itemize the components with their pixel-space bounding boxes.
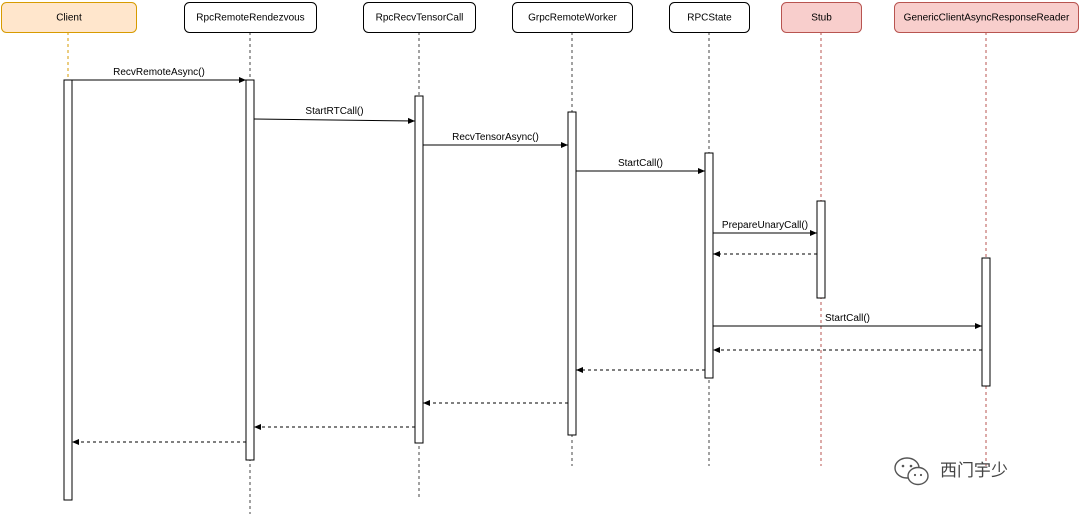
activation-rpcstate [704, 152, 714, 379]
message-label: StartRTCall() [305, 106, 363, 117]
participant-recvcall: RpcRecvTensorCall [363, 2, 476, 33]
participant-rendezvous: RpcRemoteRendezvous [184, 2, 317, 33]
participant-client: Client [1, 2, 137, 33]
activation-reader [981, 257, 991, 387]
message-label: RecvRemoteAsync() [113, 67, 205, 78]
participant-reader: GenericClientAsyncResponseReader [894, 2, 1079, 33]
participant-box [781, 2, 862, 33]
message-label: RecvTensorAsync() [452, 132, 539, 143]
participant-label: RpcRecvTensorCall [376, 13, 464, 24]
call-message: RecvRemoteAsync() [72, 67, 246, 83]
call-message: StartCall() [576, 158, 705, 174]
activation-recvcall [414, 95, 424, 444]
activation-worker [567, 111, 577, 436]
participant-box [669, 2, 750, 33]
participant-label: RpcRemoteRendezvous [196, 13, 304, 24]
participant-label: Stub [811, 13, 832, 24]
participant-stub: Stub [781, 2, 862, 33]
message-arrow [253, 117, 416, 124]
wechat-icon [894, 457, 929, 486]
watermark: 西门宇少 [894, 457, 1008, 486]
watermark-text: 西门宇少 [940, 461, 1008, 481]
participant-rpcstate: RPCState [669, 2, 750, 33]
call-message: StartRTCall() [253, 106, 416, 124]
participant-box [1, 2, 137, 33]
message-label: StartCall() [618, 158, 663, 169]
participant-label: GrpcRemoteWorker [528, 13, 617, 24]
participant-box [184, 2, 317, 33]
call-message: StartCall() [713, 313, 982, 329]
call-message: PrepareUnaryCall() [713, 220, 817, 236]
participant-label: Client [56, 13, 82, 24]
message-label: StartCall() [825, 313, 870, 324]
participant-label: RPCState [687, 13, 732, 24]
activation-stub [816, 200, 826, 299]
participant-box [363, 2, 476, 33]
participant-box [512, 2, 633, 33]
activation-rendezvous [245, 79, 255, 461]
message-label: PrepareUnaryCall() [722, 220, 808, 231]
participant-label: GenericClientAsyncResponseReader [904, 13, 1070, 24]
activation-client [63, 79, 73, 501]
participant-worker: GrpcRemoteWorker [512, 2, 633, 33]
call-message: RecvTensorAsync() [423, 132, 568, 148]
participant-box [894, 2, 1079, 33]
